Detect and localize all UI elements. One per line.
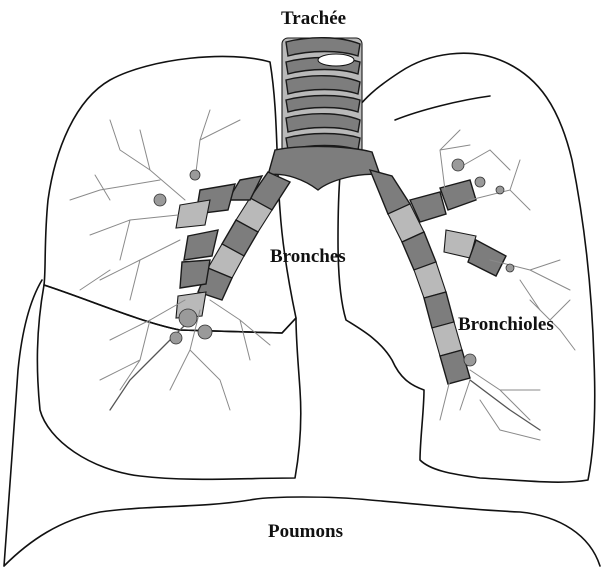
label-trachea: Trachée xyxy=(281,8,346,29)
left-lung xyxy=(338,53,595,482)
trachea xyxy=(282,38,362,160)
bronchioles-left-lung xyxy=(440,130,575,440)
label-bronchioles: Bronchioles xyxy=(458,314,554,335)
right-lung-lower-lobe xyxy=(37,285,300,479)
left-lung-fissure xyxy=(395,96,490,120)
label-lungs: Poumons xyxy=(268,521,343,542)
label-bronchi: Bronches xyxy=(270,246,346,267)
